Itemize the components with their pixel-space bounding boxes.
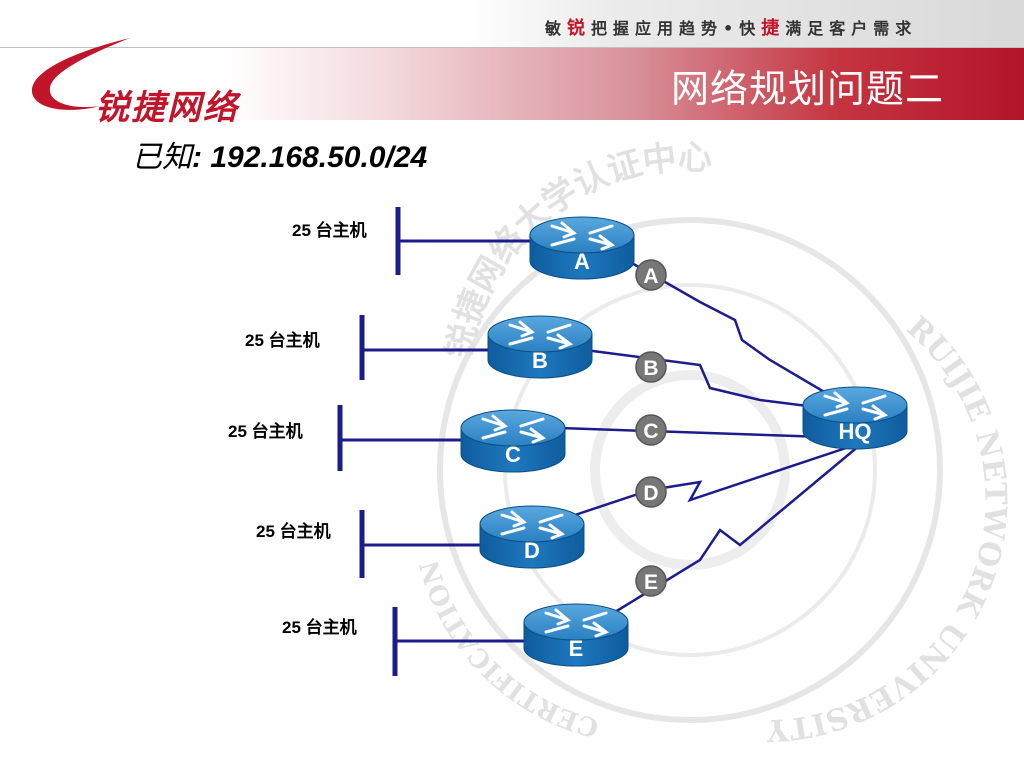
wan-link-a: [622, 256, 856, 412]
link-badge-b: B: [635, 351, 667, 383]
slogan-part: 把握应用趋势•快: [591, 19, 762, 38]
router-arrows-icon: [500, 510, 566, 540]
given-network: 192.168.50.0/24: [210, 141, 428, 174]
watermark-outer-ring: [437, 217, 943, 723]
wan-links: [559, 256, 861, 614]
link-badge-c: C: [635, 414, 667, 446]
lan-segments: 25 台主机 25 台主机 25 台主机 25 台主机 25 台主机: [228, 207, 532, 676]
host-count-label: 25 台主机: [228, 421, 303, 441]
host-count-label: 25 台主机: [292, 220, 367, 240]
watermark-core-ring: [590, 370, 790, 570]
router-b-label: B: [532, 348, 548, 373]
slogan-part: 捷: [761, 18, 786, 39]
link-badge-label: D: [643, 482, 658, 505]
logo-text: 锐捷网络: [95, 88, 239, 128]
link-badge-label: A: [643, 265, 658, 288]
watermark-text-right: RUIJIE NETWORK UNIVERSITY: [765, 310, 1013, 747]
router-c: C: [460, 409, 566, 473]
host-count-label: 25 台主机: [282, 617, 357, 637]
wan-link-d: [574, 443, 856, 517]
router-d: D: [479, 505, 585, 569]
given-separator: :: [192, 141, 211, 174]
router-b: B: [487, 315, 593, 379]
router-c-label: C: [505, 442, 521, 467]
router-a: A: [529, 216, 635, 280]
link-badge-d: D: [635, 476, 667, 508]
router-arrows-icon: [823, 391, 889, 421]
wan-link-e: [614, 444, 861, 614]
router-d-label: D: [524, 538, 540, 563]
router-arrows-icon: [508, 320, 574, 350]
link-badge-label: B: [643, 357, 658, 380]
router-arrows-icon: [481, 414, 547, 444]
link-badge-e: E: [635, 565, 667, 597]
slogan-part: 满足客户需求: [785, 19, 918, 38]
slogan-part: 锐: [567, 18, 592, 39]
logo-swoosh-icon: [31, 38, 130, 110]
slogan: 敏锐把握应用趋势•快捷满足客户需求: [545, 14, 1005, 40]
router-arrows-icon: [544, 608, 610, 638]
given-line: 已知: 192.168.50.0/24: [132, 132, 427, 176]
slogan-part: 敏: [545, 19, 568, 38]
link-badge-label: E: [644, 571, 658, 594]
router-hq-label: HQ: [839, 419, 872, 444]
host-count-label: 25 台主机: [245, 330, 320, 350]
router-hq: HQ: [802, 386, 908, 450]
page-title: 网络规划问题二: [670, 67, 944, 111]
link-badge-label: C: [643, 420, 658, 443]
given-label: 已知: [132, 140, 192, 175]
header-top-strip: [0, 0, 1024, 48]
router-arrows-icon: [550, 221, 616, 251]
routers: A B C D E HQ: [460, 216, 908, 667]
link-badge-a: A: [635, 259, 667, 291]
router-e: E: [523, 603, 629, 667]
router-e-label: E: [569, 636, 584, 661]
host-count-label: 25 台主机: [256, 521, 331, 541]
link-badges: A B C D E: [635, 259, 667, 597]
router-a-label: A: [574, 249, 590, 274]
